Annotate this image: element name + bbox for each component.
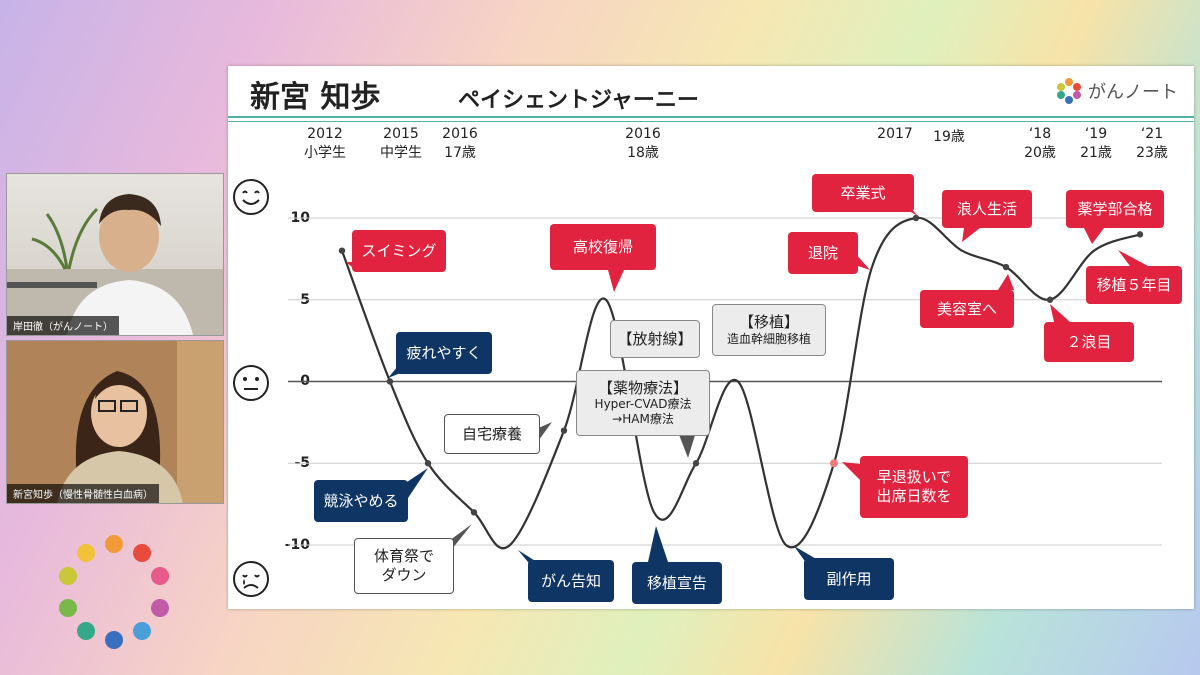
- event-label: 卒業式: [812, 174, 914, 212]
- journey-point: [386, 378, 394, 385]
- logo-text: がんノート: [1088, 82, 1178, 103]
- chart-grid: [288, 217, 1162, 546]
- event-label: 薬学部合格: [1066, 190, 1164, 228]
- callout-pointer: [608, 270, 624, 292]
- event-label: 体育祭でダウン: [354, 538, 454, 594]
- title-rule: [228, 116, 1194, 118]
- host-video-feed: [7, 194, 223, 335]
- title-rule-thin: [228, 121, 1194, 122]
- callout-pointer: [678, 432, 696, 458]
- journey-point: [470, 509, 478, 516]
- highlight-point: [830, 459, 838, 468]
- journey-point: [1136, 231, 1144, 238]
- neutral-face-icon: [233, 365, 269, 401]
- callout-pointer: [962, 228, 980, 242]
- slide-title: 新宮 知歩: [250, 80, 381, 115]
- event-label: 高校復帰: [550, 224, 656, 270]
- participant-name: 新宮知歩（慢性骨髄性白血病）: [7, 484, 159, 503]
- journey-point: [692, 460, 700, 467]
- gannote-ring-logo-icon: [59, 535, 169, 649]
- flower-logo-icon: [1057, 78, 1081, 104]
- crying-face-icon: [233, 561, 269, 597]
- logo: がんノート: [1056, 78, 1178, 104]
- event-label: スイミング: [352, 230, 446, 272]
- year-label: 2017: [877, 126, 913, 142]
- callout-pointer: [998, 274, 1014, 290]
- callout-pointer: [842, 462, 860, 480]
- event-label: 疲れやすく: [396, 332, 492, 374]
- journey-point: [424, 460, 432, 467]
- event-label: 【薬物療法】Hyper-CVAD療法→HAM療法: [576, 370, 710, 436]
- journey-point: [338, 247, 346, 254]
- event-label: 美容室へ: [920, 290, 1014, 328]
- year-label: 19歳: [933, 129, 965, 145]
- callout-pointer: [648, 526, 668, 562]
- callout-pointer: [1050, 304, 1070, 322]
- journey-point: [1046, 296, 1054, 303]
- journey-point: [912, 214, 920, 222]
- event-label: 【放射線】: [610, 320, 700, 358]
- callout-pointer: [794, 546, 818, 560]
- event-label: 競泳やめる: [314, 480, 408, 522]
- event-label: 【移植】造血幹細胞移植: [712, 304, 826, 356]
- smile-face-icon: [233, 179, 269, 215]
- journey-point: [560, 427, 568, 434]
- event-label: 早退扱いで出席日数を: [860, 456, 968, 518]
- event-label: 移植５年目: [1086, 266, 1182, 304]
- event-label: がん告知: [528, 560, 614, 602]
- journey-curve: [340, 216, 1141, 550]
- callout-pointer: [404, 468, 428, 498]
- event-label: 副作用: [804, 558, 894, 600]
- event-label: 退院: [788, 232, 858, 274]
- guest-video-feed: [7, 341, 223, 503]
- callout-pointer: [1118, 250, 1148, 266]
- video-tile-guest[interactable]: 新宮知歩（慢性骨髄性白血病）: [6, 340, 224, 504]
- callout-pointer: [854, 252, 870, 270]
- slide-subtitle: ペイシェントジャーニー: [458, 88, 699, 113]
- journey-points: [338, 214, 1144, 516]
- participant-name: 岸田徹（がんノート）: [7, 316, 119, 335]
- callout-pointer: [1084, 228, 1104, 244]
- event-label: 自宅療養: [444, 414, 540, 454]
- event-label: 移植宣告: [632, 562, 722, 604]
- event-label: ２浪目: [1044, 322, 1134, 362]
- callout-pointers: [346, 184, 1148, 564]
- video-tile-host[interactable]: 岸田徹（がんノート）: [6, 173, 224, 336]
- event-label: 浪人生活: [942, 190, 1032, 228]
- journey-point: [1002, 263, 1010, 271]
